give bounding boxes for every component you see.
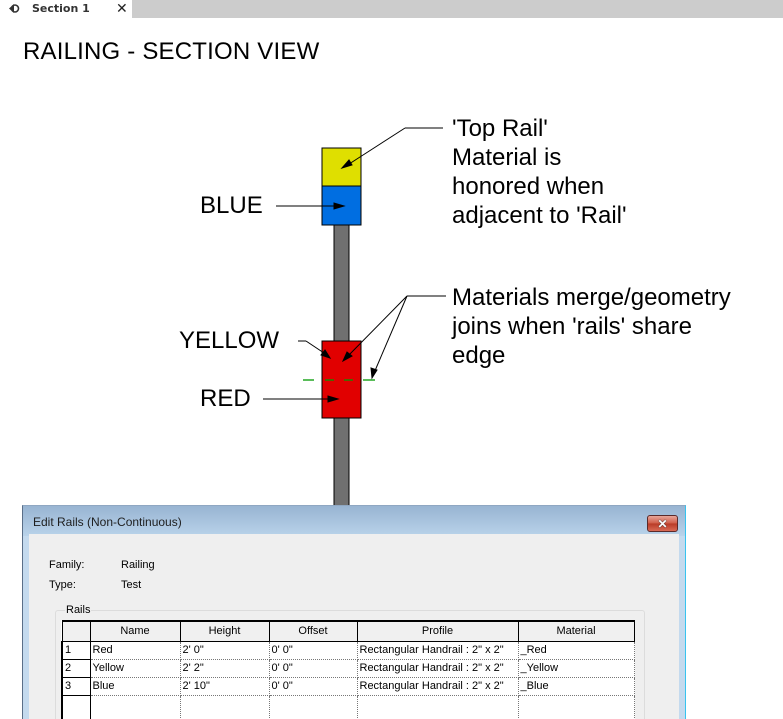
type-label: Type: — [49, 579, 76, 591]
table-row[interactable]: 3 Blue 2' 10" 0' 0" Rectangular Handrail… — [61, 676, 635, 696]
dialog-close-button[interactable]: ✕ — [647, 515, 678, 532]
column-header-name[interactable]: Name — [89, 620, 181, 642]
type-value: Test — [121, 579, 142, 591]
rails-group-label: Rails — [65, 604, 92, 616]
view-tab-bar: Section 1 ✕ — [0, 0, 783, 18]
row-number[interactable]: 3 — [61, 676, 91, 696]
cell-offset[interactable] — [269, 695, 358, 719]
cell-material[interactable]: _Red — [518, 641, 635, 660]
leader-merge — [341, 295, 446, 380]
column-header-profile[interactable]: Profile — [356, 620, 519, 642]
rails-group: Rails — [55, 604, 645, 719]
tab-section-1[interactable]: Section 1 ✕ — [0, 0, 132, 18]
close-tab-icon[interactable]: ✕ — [116, 1, 128, 17]
table-header-row: Name Height Offset Profile Material — [61, 620, 635, 642]
annotation-line: honored when — [452, 173, 605, 200]
cell-material[interactable]: _Yellow — [518, 659, 635, 678]
section-view-icon — [9, 4, 20, 13]
annotation-line: joins when 'rails' share — [452, 313, 692, 340]
annotation-line: 'Top Rail' — [452, 115, 548, 142]
cell-offset[interactable]: 0' 0" — [269, 641, 358, 660]
annotation-line: Material is — [452, 144, 562, 171]
cell-profile[interactable]: Rectangular Handrail : 2" x 2" — [357, 641, 519, 660]
row-number[interactable] — [61, 694, 91, 719]
column-header-material[interactable]: Material — [517, 620, 635, 642]
cell-offset[interactable]: 0' 0" — [269, 659, 358, 678]
cell-name[interactable]: Yellow — [90, 659, 181, 678]
cell-material[interactable] — [518, 695, 635, 719]
dialog-body: Family: Railing Type: Test Rails Name He… — [29, 534, 679, 719]
cell-height[interactable]: 2' 0" — [180, 641, 270, 660]
leader-top-rail — [340, 127, 443, 169]
cell-profile[interactable] — [357, 695, 519, 719]
cell-material[interactable]: _Blue — [518, 677, 635, 696]
table-row-empty[interactable] — [61, 694, 635, 719]
label-blue: BLUE — [200, 192, 263, 219]
cell-profile[interactable]: Rectangular Handrail : 2" x 2" — [357, 659, 519, 678]
rails-table: Name Height Offset Profile Material 1 Re… — [61, 620, 635, 719]
cell-name[interactable]: Blue — [90, 677, 181, 696]
cell-height[interactable]: 2' 2" — [180, 659, 270, 678]
view-title: RAILING - SECTION VIEW — [23, 38, 320, 65]
cell-name[interactable] — [90, 695, 181, 719]
tab-label: Section 1 — [32, 2, 90, 15]
row-number[interactable]: 1 — [61, 640, 91, 660]
close-icon: ✕ — [657, 516, 668, 531]
column-header-offset[interactable]: Offset — [268, 620, 358, 642]
dialog-title: Edit Rails (Non-Continuous) — [33, 515, 182, 529]
annotation-line: adjacent to 'Rail' — [452, 202, 627, 229]
label-yellow: YELLOW — [179, 327, 280, 354]
cell-height[interactable]: 2' 10" — [180, 677, 270, 696]
cell-height[interactable] — [180, 695, 270, 719]
table-row[interactable]: 2 Yellow 2' 2" 0' 0" Rectangular Handrai… — [61, 658, 635, 678]
family-value: Railing — [121, 559, 155, 571]
leader-yellow — [298, 340, 332, 359]
row-number[interactable]: 2 — [61, 658, 91, 678]
column-header-rownum — [61, 620, 91, 642]
family-label: Family: — [49, 559, 85, 571]
annotation-line: Materials merge/geometry — [452, 284, 731, 311]
cell-profile[interactable]: Rectangular Handrail : 2" x 2" — [357, 677, 519, 696]
cell-offset[interactable]: 0' 0" — [269, 677, 358, 696]
annotation-line: edge — [452, 342, 506, 369]
table-row[interactable]: 1 Red 2' 0" 0' 0" Rectangular Handrail :… — [61, 640, 635, 660]
label-red: RED — [200, 385, 251, 412]
leader-red — [263, 395, 340, 403]
cell-name[interactable]: Red — [90, 641, 181, 660]
leader-blue — [276, 202, 346, 210]
column-header-height[interactable]: Height — [179, 620, 270, 642]
top-rail-yellow — [321, 147, 362, 187]
edit-rails-dialog: Edit Rails (Non-Continuous) ✕ Family: Ra… — [22, 505, 686, 719]
